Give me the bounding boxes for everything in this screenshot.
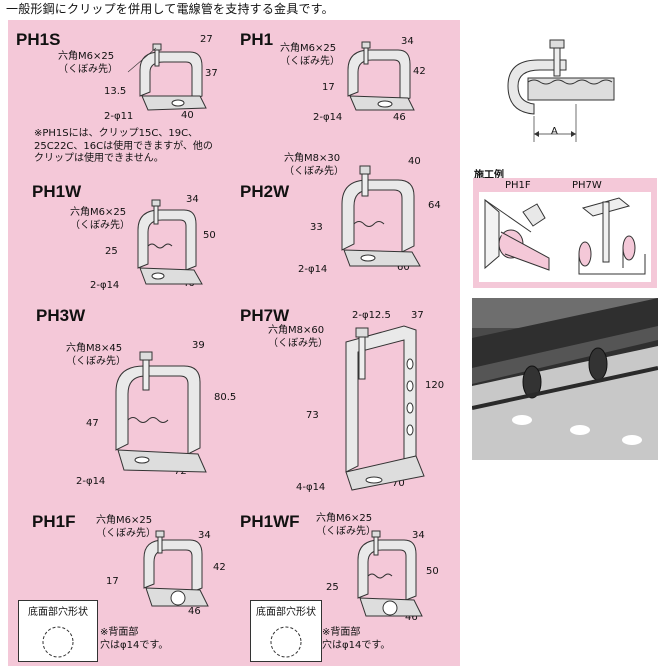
ph3w-dim-inner: 47 xyxy=(86,418,99,429)
ph7w-dim-width: 37 xyxy=(411,310,424,321)
ph3w-hole: 2-φ14 xyxy=(76,476,106,487)
construction-example-ph7w-label: PH7W xyxy=(572,180,602,191)
product-code-ph1: PH1 xyxy=(240,30,274,49)
ph1f-bottom-hole-box: 底面部穴形状 xyxy=(18,600,98,662)
ph1-clip-diagram xyxy=(347,41,415,111)
ph7w-hole: 4-φ14 xyxy=(296,482,326,493)
ph1w-bolt-label: 六角M6×25（くぼみ先） xyxy=(70,207,130,231)
ph1wf-dim-depth: 46 xyxy=(405,612,418,623)
ph1-dim-height: 42 xyxy=(413,66,426,77)
ph1s-clip-diagram xyxy=(127,43,207,111)
ph1-dim-inner: 17 xyxy=(322,82,335,93)
ph1-hole: 2-φ14 xyxy=(313,112,343,123)
ph1w-dim-inner: 25 xyxy=(105,246,118,257)
product-code-ph7w: PH7W xyxy=(240,306,290,325)
dimension-a-label: A xyxy=(551,126,558,137)
ph1f-hole-shape-label: 底面部穴形状 xyxy=(28,607,88,618)
construction-example-illustration xyxy=(484,197,646,275)
product-code-ph2w: PH2W xyxy=(240,182,290,201)
ph7w-bolt-label: 六角M8×60（くぼみ先） xyxy=(268,325,328,349)
ph1w-dim-height: 50 xyxy=(203,230,216,241)
ph7w-clip-diagram xyxy=(345,325,425,491)
ph1wf-bolt-label: 六角M6×25（くぼみ先） xyxy=(316,513,376,537)
ph1f-bolt-label: 六角M6×25（くぼみ先） xyxy=(96,515,156,539)
ph1s-compat-note: ※PH1Sには、クリップ15C、19C、 25C22C、16Cは使用できますが、… xyxy=(34,128,213,164)
ph1-dim-depth: 46 xyxy=(393,112,406,123)
ph1f-dim-inner: 17 xyxy=(106,576,119,587)
ph2w-dim-depth: 60 xyxy=(397,262,410,273)
ph1wf-clip-diagram xyxy=(357,530,423,617)
ph1wf-back-note: ※背面部穴はφ14です。 xyxy=(322,627,391,651)
ph1wf-dim-width: 34 xyxy=(412,530,425,541)
ph7w-hole-top: 2-φ12.5 xyxy=(352,310,391,321)
ph1f-clip-diagram xyxy=(143,530,209,607)
ph2w-hole: 2-φ14 xyxy=(298,264,328,275)
ph7w-dim-height: 120 xyxy=(425,380,445,391)
ph1wf-serrated-hole-icon xyxy=(270,626,302,658)
ph3w-clip-diagram xyxy=(115,351,207,473)
product-code-ph1s: PH1S xyxy=(16,30,61,49)
ph1wf-hole-shape-label: 底面部穴形状 xyxy=(256,607,316,618)
ph1f-back-note: ※背面部穴はφ14です。 xyxy=(100,627,169,651)
ph7w-dim-depth: 70 xyxy=(392,478,405,489)
page-title: 一般形鋼にクリップを併用して電線管を支持する金具です。 xyxy=(6,2,334,16)
ph1f-serrated-hole-icon xyxy=(42,626,74,658)
construction-example-title: 施工例 xyxy=(474,170,504,181)
ph3w-dim-width: 39 xyxy=(192,340,205,351)
ph3w-bolt-label: 六角M8×45（くぼみ先） xyxy=(66,343,126,367)
ph3w-dim-height: 80.5 xyxy=(214,392,237,403)
ph1f-dim-height: 42 xyxy=(213,562,226,573)
ph2w-bolt-label: 六角M8×30（くぼみ先） xyxy=(284,153,344,177)
product-code-ph1wf: PH1WF xyxy=(240,512,300,531)
product-code-ph1w: PH1W xyxy=(32,182,82,201)
ph1s-bolt-label: 六角M6×25（くぼみ先） xyxy=(58,51,118,75)
ph1wf-dim-height: 50 xyxy=(426,566,439,577)
ph1w-hole: 2-φ14 xyxy=(90,280,120,291)
ph7w-dim-inner: 73 xyxy=(306,410,319,421)
ph1s-hole: 2-φ11 xyxy=(104,111,134,122)
installation-photo xyxy=(472,298,658,460)
ph1f-dim-depth: 46 xyxy=(188,606,201,617)
ph1s-dim-inner: 13.5 xyxy=(104,86,127,97)
ph1wf-bottom-hole-box: 底面部穴形状 xyxy=(250,600,322,662)
ph1-dim-width: 34 xyxy=(401,36,414,47)
ph1w-clip-diagram xyxy=(137,199,203,285)
ph2w-dim-inner: 33 xyxy=(310,222,323,233)
ph1s-dim-depth: 40 xyxy=(181,110,194,121)
ph1s-dim-height: 37 xyxy=(205,68,218,79)
product-code-ph1f: PH1F xyxy=(32,512,76,531)
ph1-bolt-label: 六角M6×25（くぼみ先） xyxy=(280,43,340,67)
ph2w-dim-height: 64 xyxy=(428,200,441,211)
ph1w-dim-width: 34 xyxy=(186,194,199,205)
installation-cross-section-diagram xyxy=(507,39,615,142)
product-code-ph3w: PH3W xyxy=(36,306,86,325)
ph1f-dim-width: 34 xyxy=(198,530,211,541)
ph1s-dim-width: 27 xyxy=(200,34,213,45)
ph2w-dim-width: 40 xyxy=(408,156,421,167)
ph1wf-dim-inner: 25 xyxy=(326,582,339,593)
construction-example-ph1f-label: PH1F xyxy=(505,180,531,191)
ph2w-clip-diagram xyxy=(341,165,421,267)
